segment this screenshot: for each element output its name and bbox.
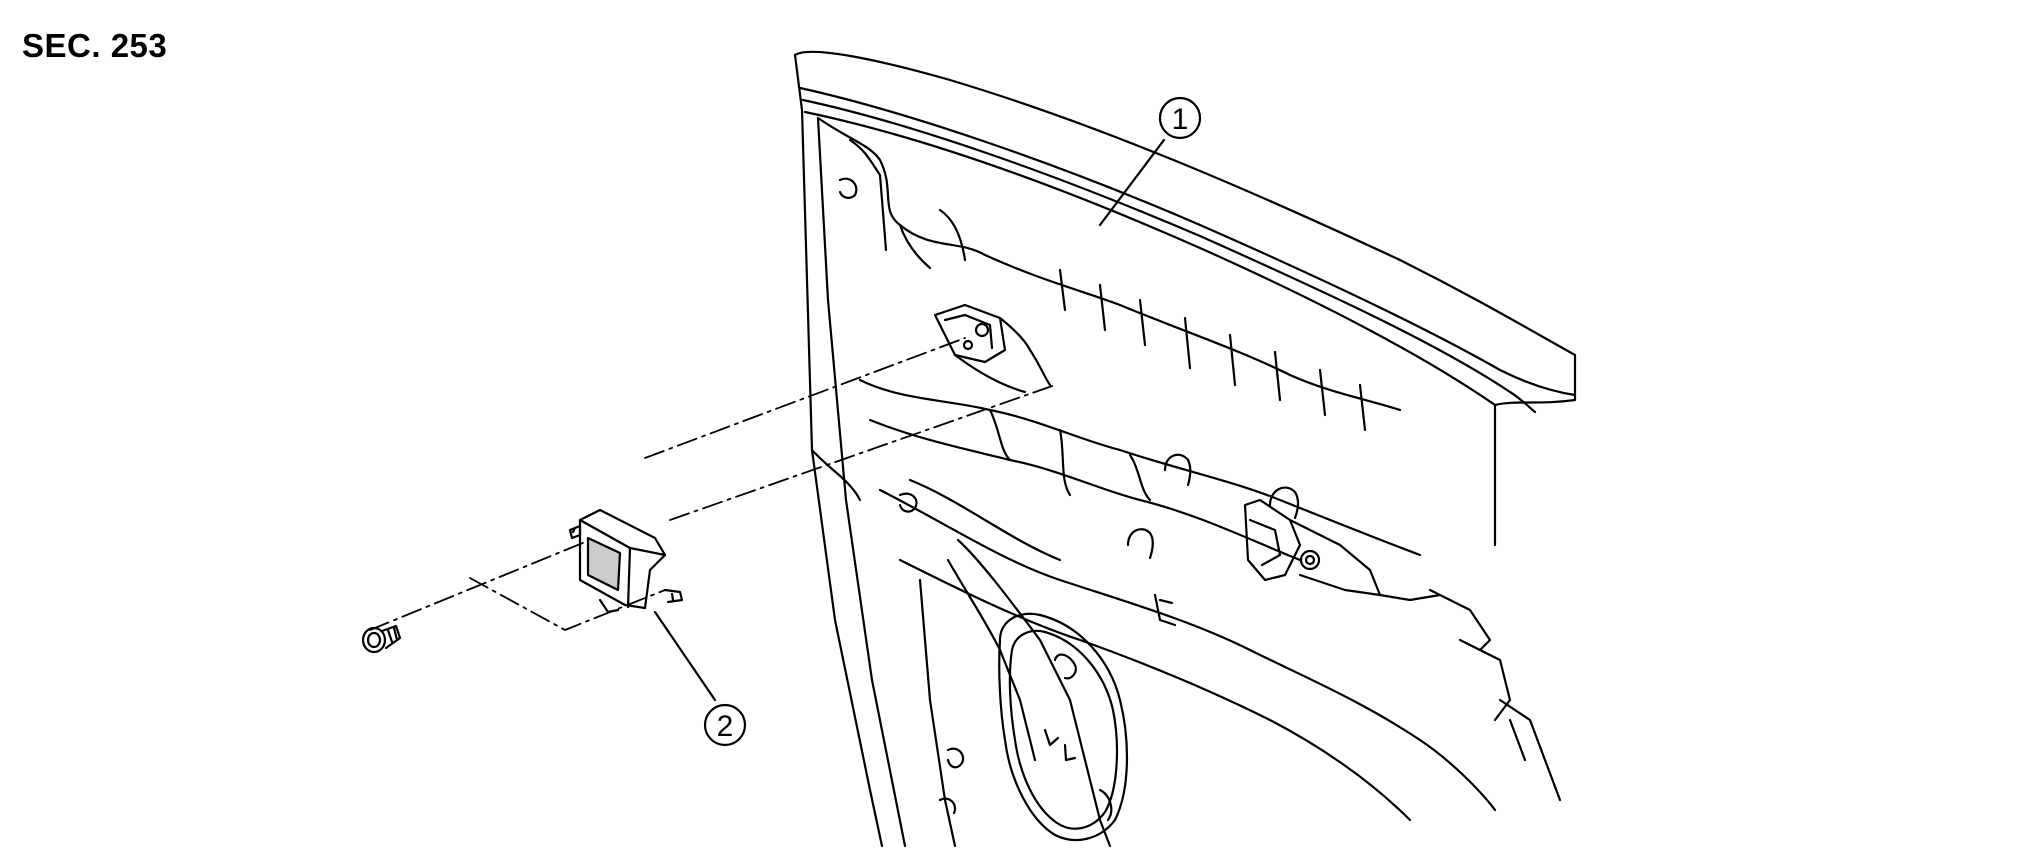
finisher-clips <box>838 177 965 815</box>
screw <box>361 624 402 654</box>
control-unit <box>361 508 684 654</box>
inside-handle-mechanism <box>1243 498 1562 802</box>
door-finisher <box>793 50 1577 848</box>
section-label: SEC. 253 <box>22 27 168 64</box>
callout-1: 1 <box>1098 96 1202 227</box>
callout-1-number: 1 <box>1172 103 1189 136</box>
callout-2: 2 <box>653 610 747 747</box>
speaker-grille <box>998 612 1129 842</box>
exploded-view-leaders <box>369 337 1056 631</box>
mounting-bracket <box>933 303 1052 394</box>
callout-2-number: 2 <box>717 710 734 743</box>
